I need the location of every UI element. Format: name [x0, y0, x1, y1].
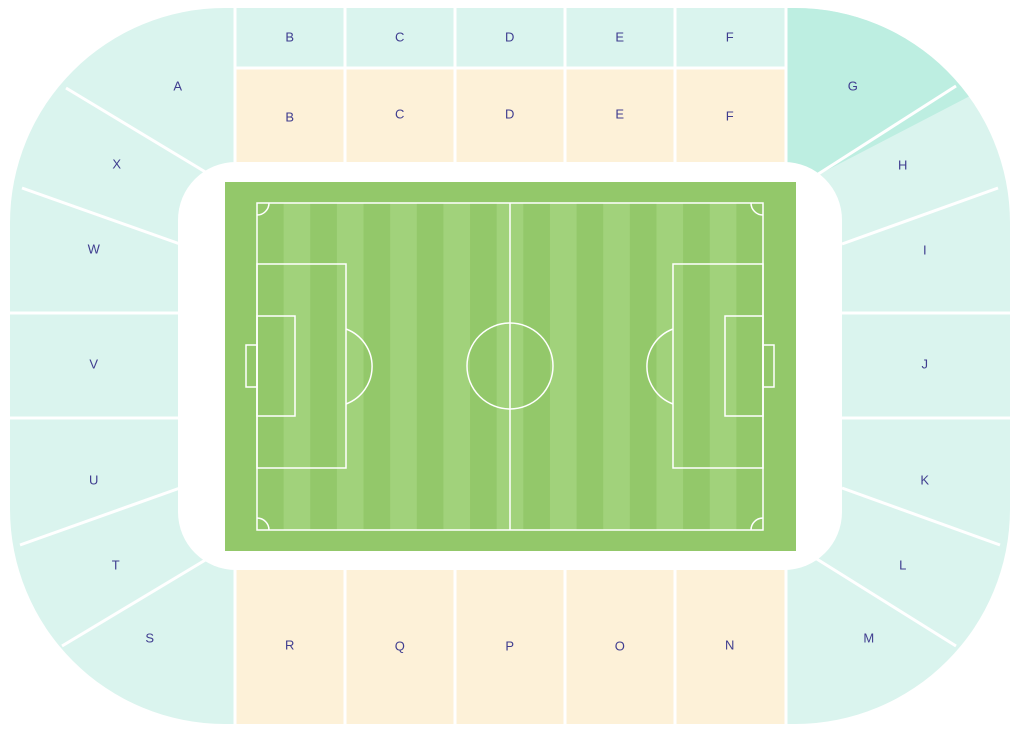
label-section-T: T	[112, 557, 120, 572]
pitch-stripe	[443, 203, 471, 530]
label-section-C-upper: C	[395, 29, 405, 44]
pitch-stripe	[656, 203, 684, 530]
label-section-L: L	[899, 557, 907, 572]
label-section-K: K	[920, 472, 929, 487]
label-section-E-lower: E	[615, 106, 624, 121]
section-E-lower[interactable]	[565, 68, 675, 168]
section-Q[interactable]	[345, 566, 455, 742]
label-section-C-lower: C	[395, 106, 405, 121]
section-C-lower[interactable]	[345, 68, 455, 168]
label-section-W: W	[88, 241, 101, 256]
pitch-stripe	[549, 203, 577, 530]
section-F-lower[interactable]	[675, 68, 785, 168]
label-section-R: R	[285, 637, 295, 652]
label-section-Q: Q	[395, 638, 406, 653]
section-P[interactable]	[455, 566, 565, 742]
section-F-upper[interactable]	[675, 0, 785, 68]
section-D-lower[interactable]	[455, 68, 565, 168]
label-section-F-upper: F	[726, 29, 734, 44]
label-section-G: G	[848, 78, 859, 93]
label-section-U: U	[89, 472, 99, 487]
label-section-B-upper: B	[285, 29, 294, 44]
label-section-S: S	[145, 630, 154, 645]
section-B-upper[interactable]	[235, 0, 345, 68]
label-section-D-lower: D	[505, 106, 515, 121]
label-section-X: X	[112, 156, 121, 171]
label-section-D-upper: D	[505, 29, 515, 44]
label-section-A: A	[173, 78, 182, 93]
label-section-B-lower: B	[285, 109, 294, 124]
label-section-V: V	[89, 356, 98, 371]
label-section-N: N	[725, 637, 735, 652]
section-N[interactable]	[675, 566, 785, 742]
label-section-F-lower: F	[726, 108, 734, 123]
section-O[interactable]	[565, 566, 675, 742]
section-B-lower[interactable]	[235, 68, 345, 168]
section-labels: A B C D E F B C D E F G H I J K L M N O …	[88, 29, 929, 653]
pitch-stripe	[603, 203, 630, 530]
label-section-E-upper: E	[615, 29, 624, 44]
label-section-I: I	[923, 242, 927, 257]
label-section-H: H	[898, 157, 908, 172]
label-section-O: O	[615, 638, 626, 653]
pitch-stripe	[709, 203, 737, 530]
label-section-M: M	[863, 630, 874, 645]
pitch-stripe	[283, 203, 311, 530]
section-D-upper[interactable]	[455, 0, 565, 68]
section-C-upper[interactable]	[345, 0, 455, 68]
pitch-stripe	[390, 203, 417, 530]
pitch-stripes	[283, 203, 737, 530]
label-section-J: J	[922, 356, 929, 371]
section-R[interactable]	[235, 566, 345, 742]
football-pitch	[225, 182, 796, 551]
pitch-stripe	[336, 203, 364, 530]
pitch-markings	[245, 202, 775, 531]
label-section-P: P	[505, 638, 514, 653]
section-E-upper[interactable]	[565, 0, 675, 68]
